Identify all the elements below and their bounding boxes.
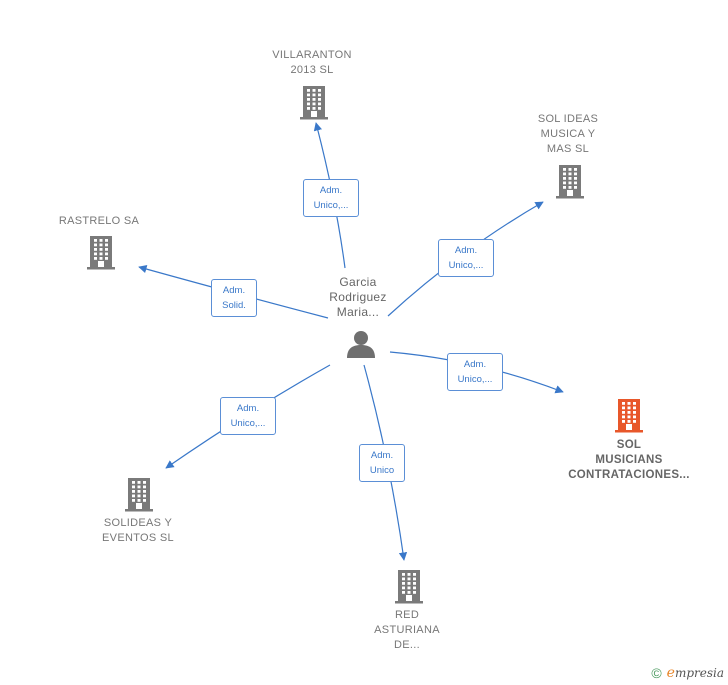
brand-logo: empresia	[666, 665, 724, 681]
relation-label-villaranton[interactable]: Adm.Unico,...	[303, 179, 359, 217]
relation-label-sol-musicians[interactable]: Adm.Unico,...	[447, 353, 503, 391]
footer-brand: © empresia	[651, 665, 724, 681]
relation-label-sol-ideas[interactable]: Adm.Unico,...	[438, 239, 494, 277]
person-icon	[347, 331, 375, 358]
building-icon	[395, 570, 423, 604]
building-icon	[87, 236, 115, 270]
building-icon	[125, 478, 153, 512]
copyright-icon: ©	[651, 665, 662, 681]
company-label: RASTRELO SA	[58, 215, 140, 227]
relation-label-solideas-eventos[interactable]: Adm.Unico,...	[220, 397, 276, 435]
building-icon	[300, 86, 328, 120]
relation-label-rastrelo[interactable]: Adm.Solid.	[211, 279, 257, 317]
building-icon	[556, 165, 584, 199]
relation-label-red-asturiana[interactable]: Adm.Unico	[359, 444, 405, 482]
building-icon	[615, 399, 643, 433]
